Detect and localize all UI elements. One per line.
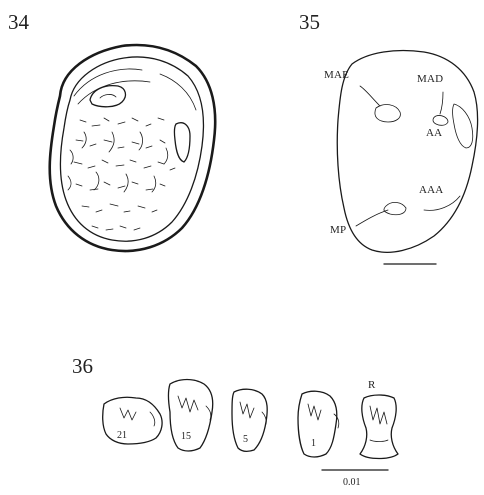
label-mad: MAD xyxy=(417,73,443,85)
figure-36-number: 36 xyxy=(72,354,93,378)
label-mae: MAE xyxy=(324,69,349,81)
tooth-1-label: 1 xyxy=(311,438,316,449)
tooth-5: 5 xyxy=(232,389,267,451)
aa-scar xyxy=(433,115,448,125)
figure-34-number: 34 xyxy=(8,10,30,34)
figure-35-number: 35 xyxy=(299,10,320,34)
tooth-21: 21 xyxy=(103,397,162,444)
figure-36-scale-label: 0.01 xyxy=(343,477,361,488)
label-aaa: AAA xyxy=(419,184,443,196)
rachidian-label: R xyxy=(368,379,376,391)
figure-35: 35 MAE MAD AA AAA MP xyxy=(299,10,478,264)
tooth-15: 15 xyxy=(169,380,213,452)
mp-scar xyxy=(384,202,406,214)
tooth-1: 1 xyxy=(298,391,339,457)
tooth-21-label: 21 xyxy=(117,430,127,441)
tooth-15-label: 15 xyxy=(181,431,191,442)
shell-interior-drawing xyxy=(337,51,477,253)
tooth-rachidian: R xyxy=(360,379,398,459)
figure-36: 36 21 15 5 1 R xyxy=(72,354,398,488)
label-mp: MP xyxy=(330,224,346,236)
aaa-arc xyxy=(424,196,460,210)
mad-scar xyxy=(453,104,473,148)
mae-scar xyxy=(375,105,400,122)
figure-34: 34 xyxy=(8,10,215,251)
label-aa: AA xyxy=(426,127,442,139)
tooth-5-label: 5 xyxy=(243,434,248,445)
shell-exterior-drawing xyxy=(50,45,215,251)
